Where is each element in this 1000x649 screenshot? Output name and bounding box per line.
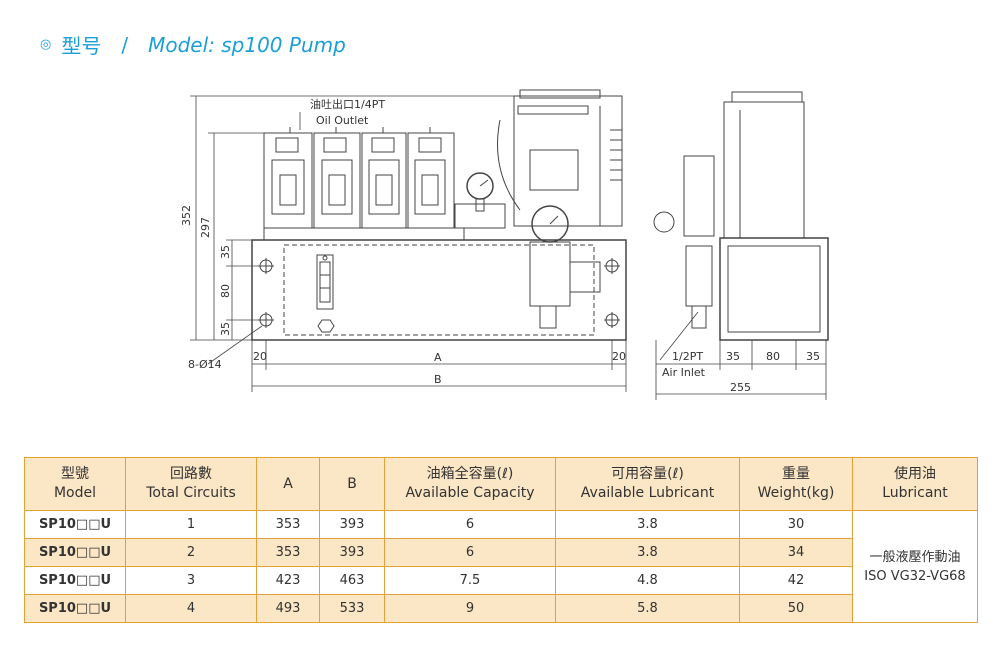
cell-weight: 50 [739,594,853,623]
cell-available-lubricant: 5.8 [555,594,740,623]
filter-regulator [497,119,601,329]
table-row: SP10□□U 4 493 533 9 5.8 50 [24,594,978,623]
header-capacity: 油箱全容量(ℓ)Available Capacity [384,457,556,511]
table-row: SP10□□U 2 353 393 6 3.8 34 [24,538,978,567]
title-en: Model: sp100 Pump [148,32,346,57]
header-b: B [319,457,385,511]
cell-b: 393 [319,538,385,567]
dim-20-right: 20 [612,350,626,363]
oil-outlet-cn-label: 油吐出口1/4PT [310,97,385,111]
dim-20-left: 20 [253,350,267,363]
cell-model: SP10□□U [24,566,126,595]
cell-capacity: 6 [384,538,556,567]
air-pump-body [513,89,623,227]
dim-b: B [434,373,442,386]
dim-255: 255 [730,381,751,394]
cell-circuits: 4 [125,594,257,623]
holes-label: 8-Ø14 [188,358,222,371]
page-title: ◎ 型号 / Model: sp100 Pump [40,30,346,59]
side-view [653,91,829,341]
air-inlet-label: Air Inlet [662,366,706,379]
cell-b: 463 [319,566,385,595]
cell-available-lubricant: 3.8 [555,510,740,539]
dim-35-top: 35 [219,245,232,259]
dim-a: A [434,351,442,364]
dim-297: 297 [199,217,212,238]
valve-blocks [263,127,455,229]
title-slash: / [121,32,129,57]
side-dim-80: 80 [766,350,780,363]
cell-a: 353 [256,510,320,539]
cell-a: 353 [256,538,320,567]
cell-a: 493 [256,594,320,623]
cell-b: 393 [319,510,385,539]
cell-model: SP10□□U [24,538,126,567]
cell-circuits: 1 [125,510,257,539]
side-dim-35-right: 35 [806,350,820,363]
dim-35-bottom: 35 [219,322,232,336]
tank-inner-dashed [283,244,595,336]
cell-weight: 34 [739,538,853,567]
title-bullet-icon: ◎ [40,37,52,52]
air-inlet-size: 1/2PT [672,350,703,363]
dim-352: 352 [180,205,193,226]
cell-capacity: 7.5 [384,566,556,595]
oil-outlet-en-label: Oil Outlet [316,114,369,127]
side-dimension-lines [655,311,827,400]
oil-level-gauge [316,254,335,333]
table-row: SP10□□U 3 423 463 7.5 4.8 42 [24,566,978,595]
cell-b: 533 [319,594,385,623]
side-dim-35-left: 35 [726,350,740,363]
cell-model: SP10□□U [24,510,126,539]
cell-model: SP10□□U [24,594,126,623]
cell-available-lubricant: 3.8 [555,538,740,567]
dim-80: 80 [219,284,232,298]
header-available-lubricant: 可用容量(ℓ)Available Lubricant [555,457,740,511]
cell-weight: 42 [739,566,853,595]
pressure-gauge-icon [454,172,506,229]
pump-technical-drawing: 油吐出口1/4PT Oil Outlet 352 297 35 80 35 8-… [180,89,829,400]
cell-capacity: 9 [384,594,556,623]
cell-circuits: 2 [125,538,257,567]
header-a: A [256,457,320,511]
cell-available-lubricant: 4.8 [555,566,740,595]
cell-weight: 30 [739,510,853,539]
title-cn: 型号 [61,34,102,58]
cell-capacity: 6 [384,510,556,539]
front-dimension-lines [190,95,627,392]
cell-a: 423 [256,566,320,595]
mounting-holes [258,258,620,328]
cell-circuits: 3 [125,566,257,595]
